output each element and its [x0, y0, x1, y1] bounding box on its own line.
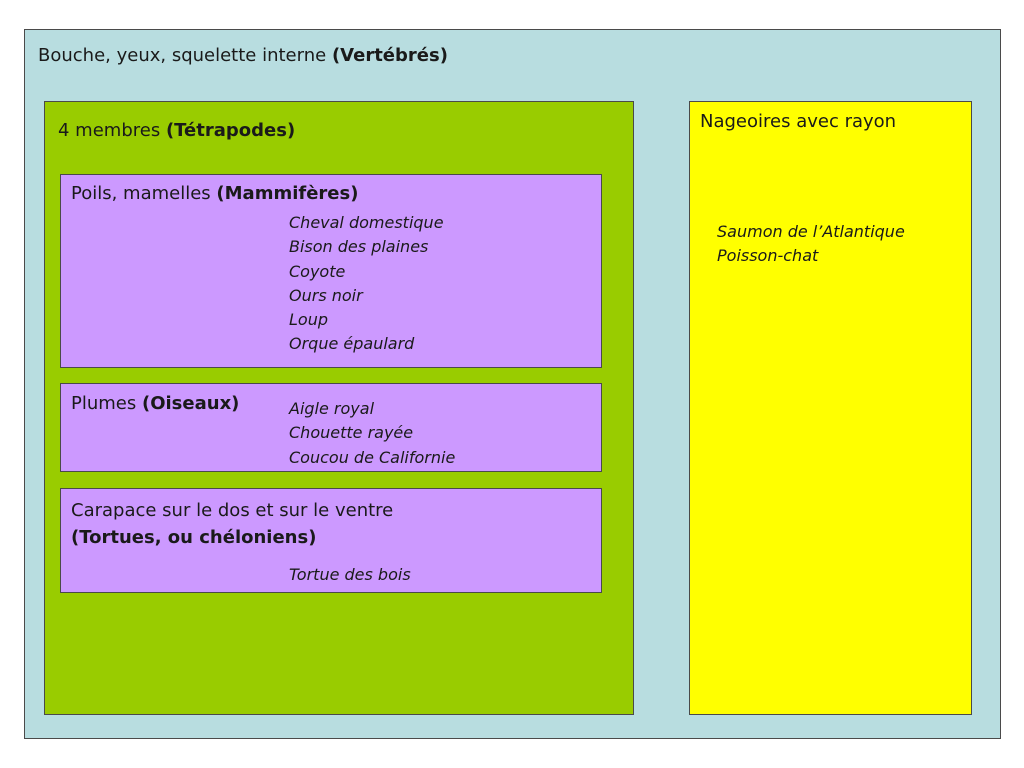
tortues-group — [60, 488, 602, 593]
tortues-species-list: Tortue des bois — [289, 563, 411, 587]
species-item: Bison des plaines — [289, 237, 429, 257]
vertebres-title: (Vertébrés) — [331, 45, 448, 66]
oiseaux-label: Plumes — [71, 393, 137, 414]
nageoires-heading: Nageoires avec rayon — [700, 111, 896, 133]
species-item: Orque épaulard — [289, 334, 415, 354]
oiseaux-heading: Plumes (Oiseaux) — [71, 393, 239, 415]
mammiferes-label: Poils, mamelles — [71, 183, 211, 204]
nageoires-group — [689, 101, 972, 715]
species-item: Saumon de l’Atlantique — [717, 222, 905, 241]
tortues-heading-bold: (Tortues, ou chéloniens) — [71, 527, 316, 549]
oiseaux-group — [60, 383, 602, 472]
mammiferes-title: (Mammifères) — [216, 183, 359, 204]
tetrapodes-title: (Tétrapodes) — [165, 120, 296, 141]
species-item: Chouette rayée — [289, 423, 414, 443]
mammiferes-species-list: Cheval domestique Bison des plaines Coyo… — [289, 211, 444, 357]
species-item: Tortue des bois — [289, 565, 411, 584]
tortues-title: (Tortues, ou chéloniens) — [71, 527, 317, 548]
tortues-label: Carapace sur le dos et sur le ventre — [71, 500, 394, 521]
mammiferes-group — [60, 174, 602, 368]
species-item: Coucou de Californie — [289, 447, 456, 467]
tetrapodes-heading: 4 membres (Tétrapodes) — [58, 120, 295, 142]
oiseaux-species-list: Aigle royal Chouette rayée Coucou de Cal… — [289, 397, 455, 470]
species-item: Aigle royal — [289, 399, 375, 418]
tetrapodes-label: 4 membres — [58, 120, 161, 141]
mammiferes-heading: Poils, mamelles (Mammifères) — [71, 183, 358, 205]
species-item: Ours noir — [289, 285, 363, 305]
nageoires-species-list: Saumon de l’Atlantique Poisson-chat — [717, 220, 905, 269]
nageoires-label: Nageoires avec rayon — [700, 111, 897, 132]
species-item: Loup — [289, 310, 328, 330]
species-item: Cheval domestique — [289, 213, 444, 232]
vertebres-label: Bouche, yeux, squelette interne — [38, 45, 327, 66]
tortues-heading: Carapace sur le dos et sur le ventre — [71, 500, 393, 522]
vertebres-heading: Bouche, yeux, squelette interne (Vertébr… — [38, 45, 448, 67]
species-item: Coyote — [289, 261, 346, 281]
oiseaux-title: (Oiseaux) — [141, 393, 240, 414]
species-item: Poisson-chat — [717, 246, 819, 266]
